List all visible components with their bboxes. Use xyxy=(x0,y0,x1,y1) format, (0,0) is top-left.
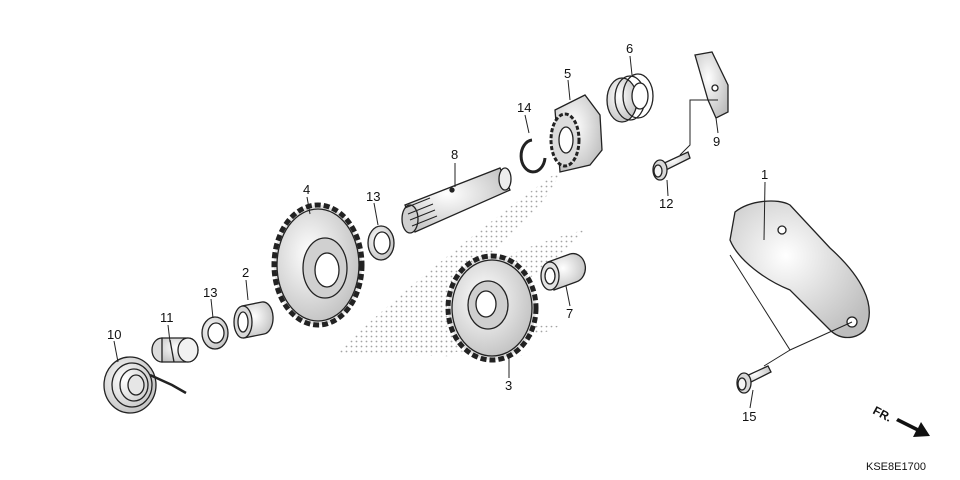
kick-starter-spindle xyxy=(401,167,512,234)
spring-collar xyxy=(151,337,199,363)
callout-12: 12 xyxy=(659,196,673,211)
callout-2: 2 xyxy=(242,265,249,280)
front-direction-indicator: FR. xyxy=(871,403,930,437)
idle-gear-large xyxy=(271,202,365,328)
callout-10: 10 xyxy=(107,327,121,342)
callout-1: 1 xyxy=(761,167,768,182)
flange-bolt-upper xyxy=(652,151,691,181)
front-label: FR. xyxy=(871,403,895,424)
diagram-code: KSE8E1700 xyxy=(866,461,926,473)
callout-11: 11 xyxy=(160,310,174,325)
callout-5: 5 xyxy=(564,66,571,81)
callout-13-upper: 13 xyxy=(366,189,380,204)
kick-drive-gear xyxy=(445,253,539,363)
flange-bolt-lower xyxy=(736,365,772,394)
callout-7: 7 xyxy=(566,306,573,321)
idle-gear-collar xyxy=(540,252,586,291)
front-arrow-icon xyxy=(896,418,930,437)
leader-lines xyxy=(113,55,853,409)
callout-15: 15 xyxy=(742,409,756,424)
callout-13-lower: 13 xyxy=(203,285,217,300)
callout-4: 4 xyxy=(303,182,310,197)
callout-3: 3 xyxy=(505,378,512,393)
callout-14: 14 xyxy=(517,100,531,115)
thrust-washer-upper xyxy=(367,225,395,261)
callout-8: 8 xyxy=(451,147,458,162)
kick-starter-cover-plate xyxy=(729,200,870,339)
thrust-washer-lower xyxy=(201,316,229,350)
callout-labels: 10 11 13 2 4 13 8 14 5 6 9 12 1 15 3 7 xyxy=(107,41,768,424)
ratchet xyxy=(549,94,603,173)
snap-ring xyxy=(519,138,547,174)
callout-6: 6 xyxy=(626,41,633,56)
ratchet-spring xyxy=(606,73,654,123)
callout-9: 9 xyxy=(713,134,720,149)
kick-starter-spring xyxy=(103,356,187,414)
ratchet-guide-plate xyxy=(694,51,729,119)
bushing xyxy=(233,301,274,339)
